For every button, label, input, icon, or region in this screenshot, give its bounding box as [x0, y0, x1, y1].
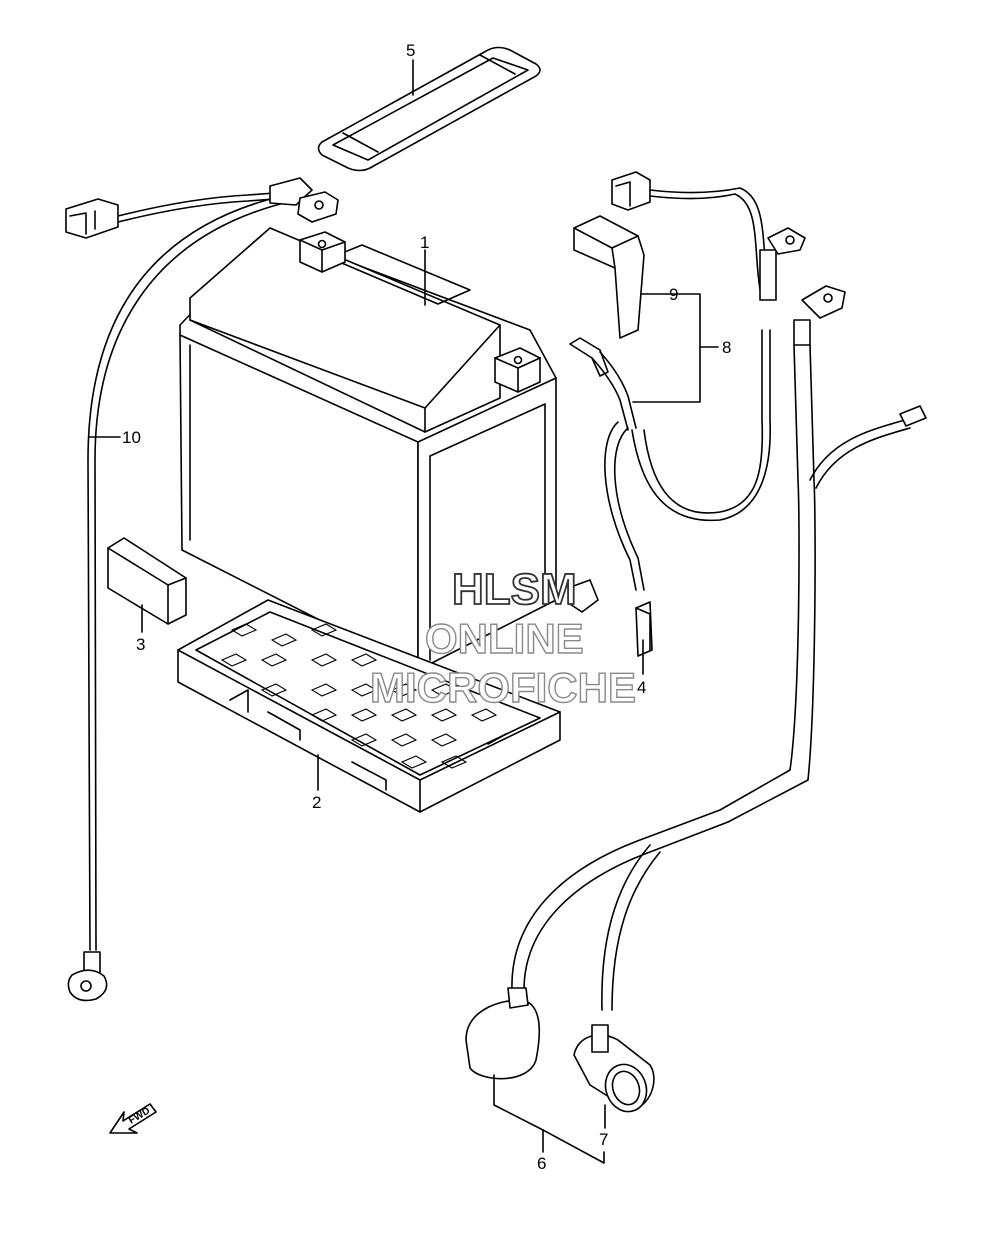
- callout-1: 1: [420, 233, 429, 252]
- terminal-cover-part-9: [573, 215, 645, 339]
- fwd-direction-arrow: FWD: [109, 1103, 157, 1134]
- battery-part-1: [179, 227, 557, 671]
- clamp-part-4: [635, 601, 653, 657]
- callout-5: 5: [406, 41, 415, 60]
- main-harness: [511, 285, 927, 1011]
- callout-labels: 5 1 10 3 2 4 9 8 7 6: [122, 41, 731, 1173]
- battery-lead-connector: [611, 171, 806, 301]
- callout-9: 9: [669, 285, 678, 304]
- watermark: HLSM ONLINE MICROFICHE: [369, 564, 636, 712]
- callout-4: 4: [637, 678, 646, 697]
- battery-tray-part-2: [177, 599, 561, 813]
- terminal-boot-part-6: [465, 987, 541, 1080]
- pad-part-3: [107, 537, 187, 625]
- fwd-label: FWD: [127, 1105, 152, 1126]
- leader-6: [493, 1074, 544, 1153]
- battery-strap-part-5: [317, 46, 541, 172]
- callout-10: 10: [122, 428, 141, 447]
- callout-8: 8: [722, 338, 731, 357]
- terminal-boot-part-7: [573, 1024, 655, 1113]
- callout-2: 2: [312, 793, 321, 812]
- leader-lines: [88, 59, 719, 1164]
- leader-9: [632, 293, 701, 403]
- ground-wire-part-10: [65, 177, 339, 1002]
- callout-7: 7: [599, 1130, 608, 1149]
- positive-cable-part-8: [567, 329, 772, 613]
- watermark-line-2: ONLINE: [425, 615, 584, 662]
- callout-3: 3: [136, 635, 145, 654]
- watermark-line-3: MICROFICHE: [370, 664, 636, 711]
- watermark-line-1: HLSM: [452, 565, 577, 614]
- callout-6: 6: [537, 1154, 546, 1173]
- leader-7: [542, 1104, 606, 1164]
